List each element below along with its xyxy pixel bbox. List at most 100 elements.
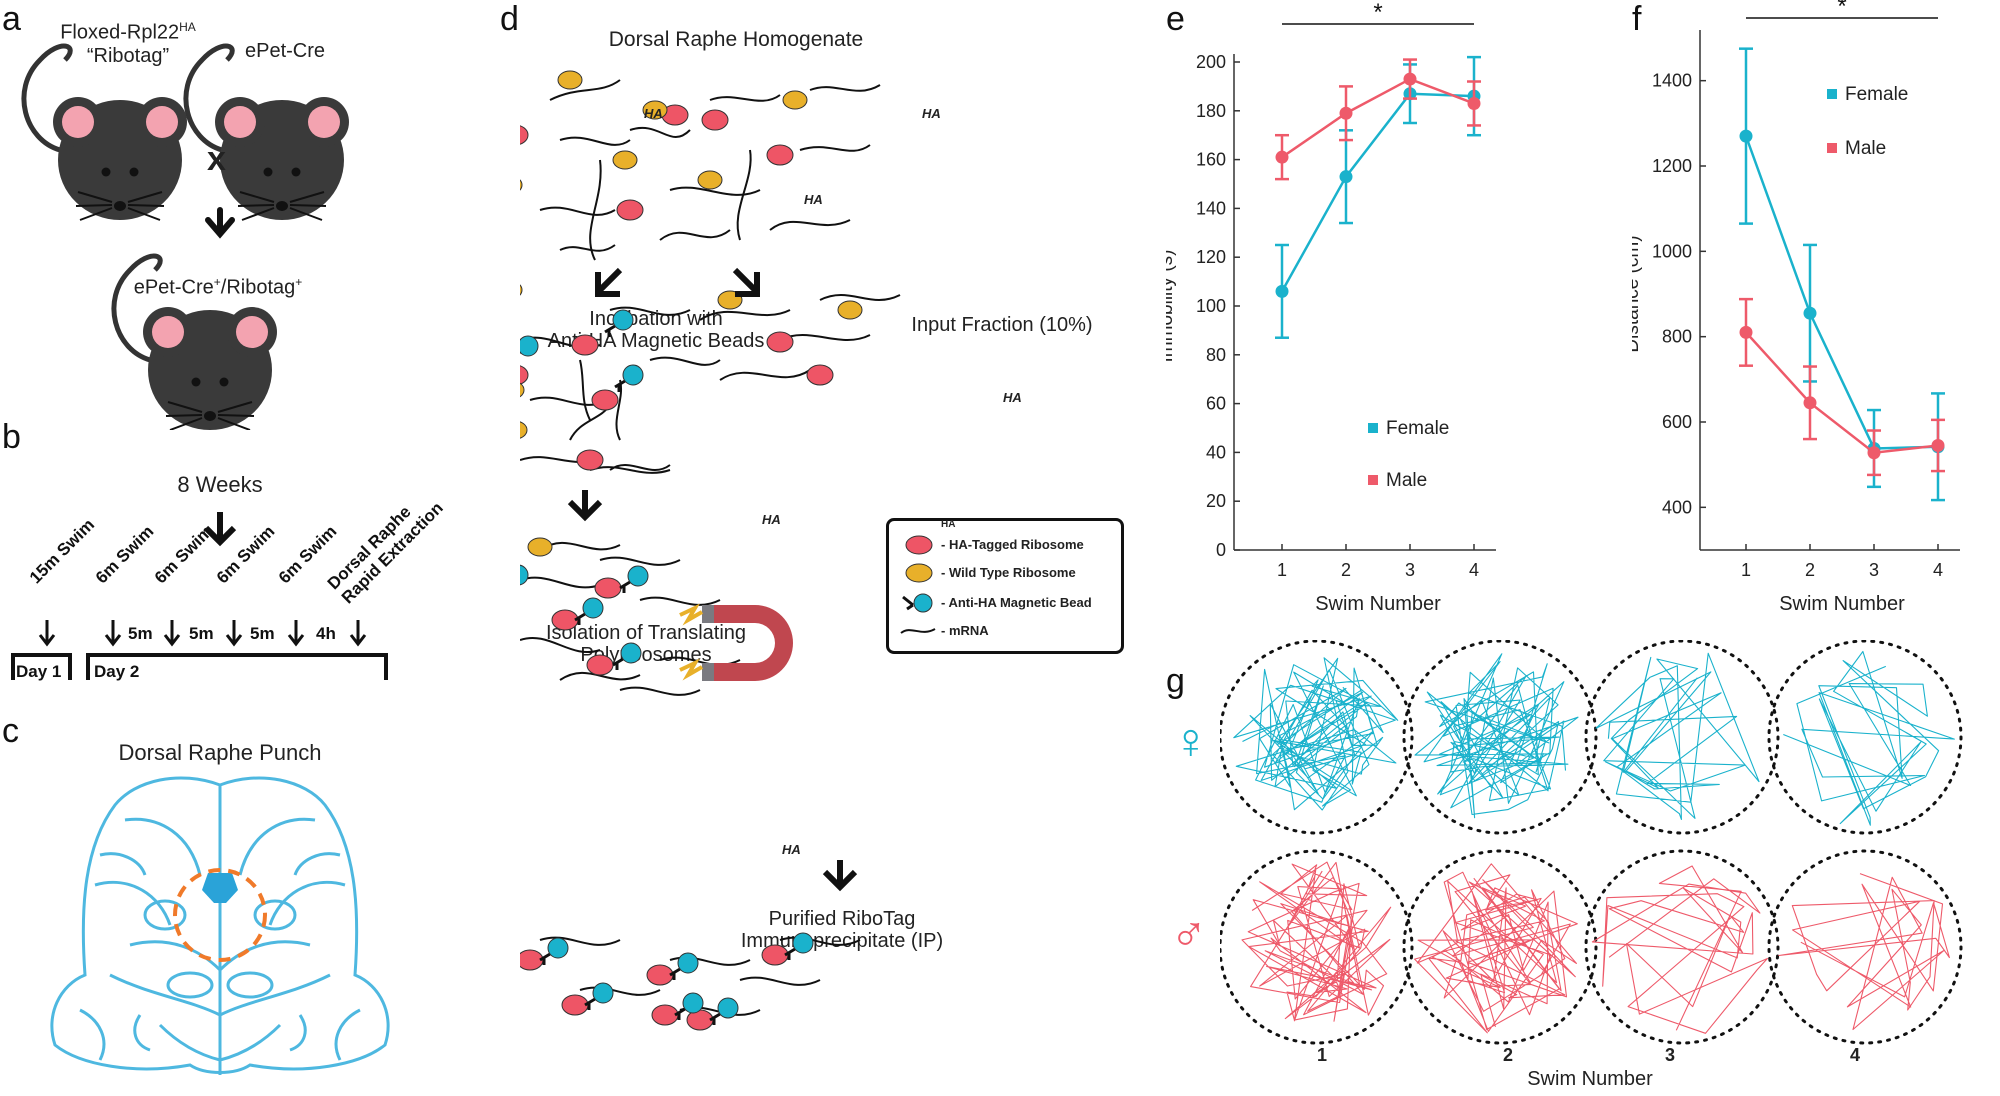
x-axis-title: Swim Number [1315,593,1441,615]
offspring-sup1: + [213,275,221,289]
legend-swatch-male [1827,143,1837,153]
offspring-sup2: + [295,275,303,289]
swim-track-path [1778,873,1950,1031]
panel-label-f: f [1632,0,1642,38]
x-tick-label: 1 [1741,560,1751,580]
x-tick-label: 4 [1933,560,1943,580]
legend-ha-label: HA [941,519,956,530]
track-number-1: 1 [1317,1045,1328,1065]
brain-section-drawing [50,776,390,1075]
y-tick-label: 100 [1196,296,1226,316]
mouse1-line1: Floxed-Rpl22 [60,21,180,44]
panel-label-b: b [2,418,21,456]
swim-track-path [1595,652,1760,821]
wt-ribosome-icon [905,563,933,583]
interval-2: 5m [189,624,214,643]
isolation-line1: Isolation of Translating [545,622,747,644]
tank-outline [1584,849,1780,1045]
y-tick-label: 40 [1206,442,1226,462]
y-tick-label: 80 [1206,345,1226,365]
male-data-point [1275,150,1289,164]
x-axis-title: Swim Number [1779,593,1905,615]
male-data-point [1467,96,1481,110]
male-data-point [1803,396,1817,410]
significance-star: * [1837,0,1846,20]
y-tick-label: 600 [1662,412,1692,432]
ha-tag-3: HA [804,192,823,207]
tank-outline [1402,849,1598,1045]
swim-track-path [1414,653,1579,819]
y-tick-label: 60 [1206,394,1226,414]
swim-track-path [1591,865,1768,1034]
tank-outline [1584,640,1780,835]
legend-swatch-female [1368,423,1378,433]
panel-label-e: e [1166,0,1185,38]
y-tick-label: 120 [1196,247,1226,267]
y-tick-label: 200 [1196,52,1226,72]
male-data-point [1867,446,1881,460]
offspring-text2: /Ribotag [220,276,296,299]
male-series-line [1281,77,1475,159]
age-label: 8 Weeks [177,472,263,497]
legend-label-female: Female [1845,84,1908,105]
tank-outline [1767,640,1963,835]
offspring-text1: ePet-Cre [133,276,214,299]
day1-label: Day 1 [16,662,62,681]
ha-tag-4: HA [1003,390,1022,405]
ha-tag-6: HA [782,842,801,857]
ribotag-workflow-drawing [520,70,901,1031]
mouse1-line2: “Ribotag” [86,44,170,67]
y-tick-label: 800 [1662,327,1692,347]
legend-label-male: Male [1386,470,1427,491]
down-arrow-icon [203,512,237,547]
panel-label-a: a [2,0,21,38]
legend-mrna: - mRNA [941,623,989,638]
track-number-3: 3 [1665,1045,1676,1065]
female-data-point [1275,284,1289,298]
swim-track-path [1241,861,1392,1022]
cross-symbol: x [207,140,226,178]
track-number-4: 4 [1850,1045,1861,1065]
swim-track-grid [1220,640,1963,1045]
female-symbol: ♀ [1172,713,1210,769]
legend-tagged: - HA-Tagged Ribosome [941,537,1084,552]
ha-ribosome-icon [905,535,933,555]
tank-outline [1220,849,1414,1045]
swim-track-path [1414,863,1578,1034]
isolation-line2: Polyribosomes [580,644,712,666]
mouse2-label: ePet-Cre [244,40,326,62]
incubation-line2: Anti-HA Magnetic Beads [547,330,765,352]
y-tick-label: 0 [1216,540,1226,560]
input-fraction-label: Input Fraction (10%) [911,314,1093,336]
male-symbol: ♂ [1170,906,1208,962]
purified-line2: Immunoprecipitate (IP) [740,930,944,952]
legend-label-male: Male [1845,138,1886,159]
ribotag-legend: HA - HA-Tagged Ribosome - Wild Type Ribo… [886,518,1124,654]
y-tick-label: 400 [1662,497,1692,517]
tank-outline [1220,640,1414,835]
tank-outline [1767,849,1963,1045]
purified-line1: Purified RiboTag [768,908,916,930]
female-series-line [1744,135,1939,450]
x-tick-label: 2 [1341,560,1351,580]
ha-tag-1: HA [644,106,663,121]
female-data-point [1803,306,1817,320]
interval-3: 5m [250,624,275,643]
tank-outline [1402,640,1598,835]
y-axis-title: Distance (cm) [1632,235,1643,352]
legend-label-female: Female [1386,418,1449,439]
ha-tag-5: HA [762,512,781,527]
legend-bead: - Anti-HA Magnetic Bead [941,595,1092,610]
significance-star: * [1373,0,1382,26]
mice-illustration [0,0,480,430]
mrna-icon [900,628,936,634]
female-series-line [1280,92,1475,292]
track-number-2: 2 [1503,1045,1514,1065]
mouse1-label: Floxed-Rpl22HA “Ribotag” [60,20,196,68]
interval-4: 4h [316,624,336,643]
day2-label: Day 2 [94,662,140,681]
timeline-illustration [11,620,388,680]
